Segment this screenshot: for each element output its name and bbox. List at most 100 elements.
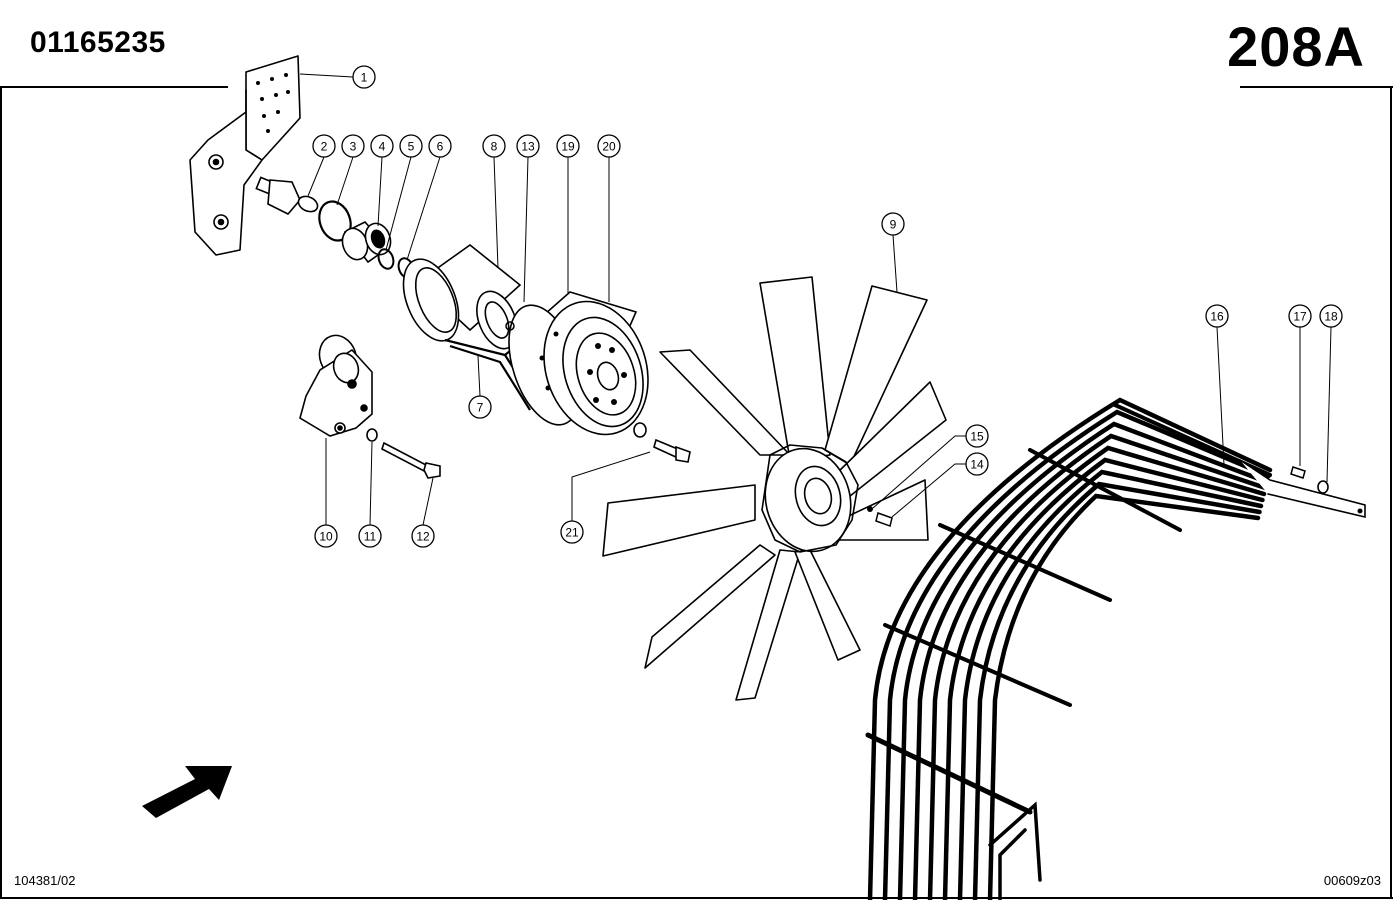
callout-circle xyxy=(556,134,580,158)
leader-line xyxy=(422,477,434,526)
guard-band xyxy=(987,493,1261,900)
page-frame xyxy=(0,86,1393,899)
leader-line xyxy=(406,156,441,261)
leader-line xyxy=(892,234,898,293)
callout-circle xyxy=(965,452,989,476)
callout-number: 3 xyxy=(350,140,357,154)
callout-9: 9 xyxy=(881,212,905,236)
callout-2: 2 xyxy=(312,134,336,158)
callout-circle xyxy=(358,524,382,548)
leader-line xyxy=(493,156,499,269)
guard-washer xyxy=(1317,480,1329,494)
callout-circle xyxy=(597,134,621,158)
callout-14: 14 xyxy=(965,452,989,476)
mounting-bracket xyxy=(189,55,301,256)
callout-1: 1 xyxy=(352,65,376,89)
callout-number: 13 xyxy=(521,140,535,154)
fan-hub-pulley xyxy=(508,291,649,436)
callout-number: 7 xyxy=(477,401,484,415)
cooling-fan xyxy=(602,276,947,701)
callout-13: 13 xyxy=(516,134,540,158)
callout-number: 11 xyxy=(364,530,377,544)
callout-circle xyxy=(428,134,452,158)
callout-3: 3 xyxy=(341,134,365,158)
callout-number: 17 xyxy=(1293,310,1307,324)
bearing xyxy=(341,221,392,264)
callout-number: 1 xyxy=(361,71,368,85)
guard-rib xyxy=(865,732,1033,815)
callout-circle xyxy=(370,134,394,158)
leader-line xyxy=(477,355,481,397)
callout-number: 8 xyxy=(491,140,498,154)
guard-band xyxy=(882,409,1271,900)
leader-line xyxy=(891,463,966,518)
callout-circle xyxy=(482,134,506,158)
callout-4: 4 xyxy=(370,134,394,158)
callout-7: 7 xyxy=(468,395,492,419)
hub-bolt xyxy=(653,438,691,463)
callout-circle xyxy=(352,65,376,89)
page-reference: 208A xyxy=(1227,15,1365,78)
leader-line xyxy=(1216,326,1225,466)
guard-band xyxy=(942,457,1265,900)
guard-band xyxy=(897,421,1270,900)
leader-line xyxy=(307,156,325,197)
guard-rib xyxy=(1028,448,1182,532)
callout-number: 9 xyxy=(890,218,897,232)
footer-image-code: 00609z03 xyxy=(1323,873,1381,888)
callout-circle xyxy=(881,212,905,236)
leader-line xyxy=(571,451,651,521)
callout-number: 6 xyxy=(437,140,444,154)
spacer-ring xyxy=(505,321,515,331)
guard-bracket-hole xyxy=(1357,508,1363,514)
callout-6: 6 xyxy=(428,134,452,158)
leader-line xyxy=(377,156,383,227)
leader-line xyxy=(369,441,373,526)
callout-11: 11 xyxy=(358,524,382,548)
callout-number: 19 xyxy=(561,140,575,154)
callout-circle xyxy=(1288,304,1312,328)
callout-12: 12 xyxy=(411,524,435,548)
callout-8: 8 xyxy=(482,134,506,158)
guard-band xyxy=(867,397,1273,900)
leader-line xyxy=(872,435,966,509)
callout-number: 14 xyxy=(970,458,984,472)
tensioner-bolt xyxy=(381,441,441,479)
guard-bolt xyxy=(1290,466,1306,479)
callout-circle xyxy=(560,520,584,544)
guard-band xyxy=(972,481,1262,900)
callout-5: 5 xyxy=(399,134,423,158)
callout-circle xyxy=(399,134,423,158)
callout-number: 20 xyxy=(602,140,616,154)
fan-guard xyxy=(865,397,1366,900)
callout-number: 21 xyxy=(565,526,579,540)
guard-bracket xyxy=(1239,459,1366,519)
callout-21: 21 xyxy=(560,520,584,544)
guard-lower-frame xyxy=(988,801,1042,900)
washer-11 xyxy=(366,428,378,442)
leader-line xyxy=(523,156,529,303)
part-number-title: 01165235 xyxy=(30,26,166,59)
callout-circle xyxy=(516,134,540,158)
belt-tensioner xyxy=(299,334,373,437)
fan-bolt xyxy=(875,512,893,527)
leader-line xyxy=(299,73,354,78)
callout-15: 15 xyxy=(965,424,989,448)
callout-number: 16 xyxy=(1210,310,1224,324)
guard-band xyxy=(927,445,1267,900)
callout-17: 17 xyxy=(1288,304,1312,328)
guard-band xyxy=(957,469,1264,900)
leader-line xyxy=(1326,326,1332,483)
callout-circle xyxy=(341,134,365,158)
callout-number: 5 xyxy=(408,140,415,154)
callout-number: 10 xyxy=(319,530,333,544)
leader-line xyxy=(385,156,412,251)
callout-circle xyxy=(1205,304,1229,328)
retaining-ring-5 xyxy=(377,248,395,270)
fan-washer xyxy=(867,506,873,512)
callout-number: 4 xyxy=(379,140,386,154)
callout-number: 15 xyxy=(970,430,984,444)
callout-19: 19 xyxy=(556,134,580,158)
callout-circle xyxy=(312,134,336,158)
